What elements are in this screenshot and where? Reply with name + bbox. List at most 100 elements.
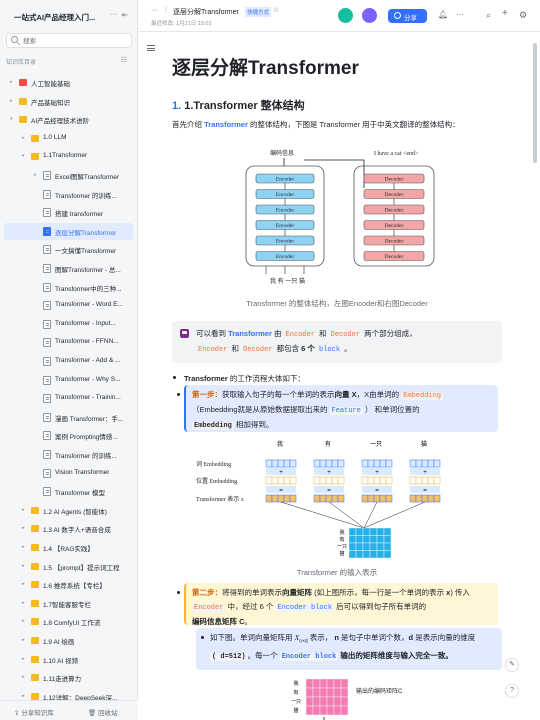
help-button[interactable]: ? [505,684,519,698]
figure-caption: Transformer 的整体结构，左图Encoder和右图Decoder [246,299,428,308]
sidebar-item[interactable]: ▸产品基础知识 [4,93,133,110]
sidebar-item[interactable]: Transformer - Input... [4,316,133,333]
chevron-right-icon[interactable]: ▸ [22,581,25,588]
document-icon [43,412,51,422]
sidebar-item[interactable]: 漫画 Transformer：手... [4,409,133,426]
more-icon[interactable]: ··· [456,10,464,19]
embedding-cell [427,494,435,503]
document-icon [43,282,51,292]
sidebar-item[interactable]: 案例 Prompting情感... [4,427,133,444]
chevron-right-icon[interactable]: ▸ [22,618,25,625]
matrix-cell [340,705,349,716]
settings-icon[interactable]: ⚙ [519,10,528,20]
bell-icon[interactable]: 🔔︎ [438,10,449,19]
feedback-button[interactable]: ✎ [505,658,519,672]
star-icon[interactable]: ☆ [273,7,280,14]
matrix-cell [333,705,342,716]
collapse-sidebar-icon[interactable]: ⇤ [122,12,128,19]
embedding-cell [271,476,279,485]
sidebar-item[interactable]: ▸1.8 ComfyUI 工作流 [4,613,133,630]
scrollbar-thumb[interactable] [533,43,537,163]
text: （Embedding就是从原始数据提取出来的 [192,405,330,414]
sidebar-item[interactable]: ▸1.12详解：DeepSeek深... [4,688,133,705]
sidebar-item[interactable]: 一文搞懂Transformer [4,241,133,258]
sidebar-item[interactable]: Vision Transformer [4,465,133,482]
sidebar-item[interactable]: ▸1.6 推荐系统【专栏】 [4,576,133,593]
sidebar-item[interactable]: Transformer 的训练... [4,186,133,203]
chevron-down-icon[interactable]: ▾ [22,153,25,160]
share-kb-button[interactable]: ⇪ 分享知识库 [14,710,54,717]
sidebar-item[interactable]: Transformer中的三种... [4,279,133,296]
sidebar-item[interactable]: ▸1.3 AI 数字人+语音合成 [4,520,133,537]
chevron-right-icon[interactable]: ▸ [22,525,25,532]
scrollbar[interactable] [531,33,540,720]
embedding-cell [313,459,321,468]
sidebar-item[interactable]: ▸ Excel图解Transformer [4,167,133,184]
sidebar-item-label: Transformer 模型 [55,490,105,498]
embedding-cell [385,459,393,468]
doc-title-breadcrumb[interactable]: 逐层分解Transformer [173,9,239,16]
avatar[interactable] [338,8,353,23]
matrix-cell [348,535,357,544]
sidebar-item[interactable]: ▸1.0 LLM [4,130,133,147]
chevron-right-icon[interactable]: ▸ [34,172,37,178]
knowledge-base-title[interactable]: 一站式AI产品经理入门... [14,13,96,22]
sidebar-item[interactable]: ▸1.5 【prompt】提示词工程 [4,558,133,575]
breadcrumb-more[interactable]: ··· [151,7,158,14]
chevron-right-icon[interactable]: ▸ [10,79,13,85]
chevron-right-icon[interactable]: ▸ [22,544,25,550]
sidebar-item[interactable]: 逐层分解Transformer [4,222,133,240]
sidebar-item[interactable]: Transformer - Why S... [4,372,133,389]
embedding-cell [415,459,423,468]
text: 首先介绍 [172,120,205,129]
chevron-right-icon[interactable]: ▸ [22,562,25,569]
plus-icon[interactable]: + [502,8,508,19]
sidebar-item[interactable]: ▸人工智能基础 [4,74,133,91]
text: 的整体结构，下图是 Transformer 用于中英文翻译的整体结构： [247,120,460,129]
embedding-cell [373,494,381,503]
sidebar-item[interactable]: Transformer - FFNN... [4,334,133,351]
more-icon[interactable]: ··· [110,11,117,18]
sidebar-item[interactable]: Transformer - Word E... [4,297,133,314]
chevron-right-icon[interactable]: ▸ [22,599,25,606]
sidebar-item[interactable]: ▸ 1.9 AI 绘画 [4,632,133,649]
sidebar-item[interactable]: ▾1.1Transformer [4,148,133,165]
chevron-down-icon[interactable]: ▾ [10,116,13,123]
sidebar-item[interactable]: ▸1.10 AI 视频 [4,651,133,668]
avatar[interactable] [362,8,377,23]
sidebar-item[interactable]: Transformer - Trainin... [4,390,133,407]
chevron-right-icon[interactable]: ▸ [22,506,25,513]
sidebar-item[interactable]: ▸1.7智能客服专栏 [4,595,133,612]
sidebar-item[interactable]: Transformer 模型 [4,483,133,500]
share-button[interactable]: 分享 [388,9,427,23]
sidebar-item[interactable]: 搭建 transformer [4,204,133,221]
chevron-right-icon[interactable]: ▸ [22,655,25,662]
sidebar-item[interactable]: ▸1.11走进算力 [4,669,133,686]
chevron-right-icon[interactable]: ▸ [22,692,25,699]
outline-toggle-icon[interactable]: ☷ [120,57,127,64]
connector [328,501,365,529]
sidebar-item-label: 1.9 AI 绘画 [43,639,75,646]
matrix-cell [355,535,364,544]
sidebar-item[interactable]: ▸1.4 【RAG实践】 [4,539,133,556]
sidebar-item[interactable]: ▸1.2 AI Agents (智能体) [4,502,133,519]
matrix-cell [369,542,378,551]
embedding-cell [379,476,387,485]
chevron-right-icon[interactable]: ▸ [22,637,25,643]
sidebar-item[interactable]: Transformer 的训练... [4,446,133,463]
matrix-cell [305,678,314,689]
search-icon[interactable]: ⌕ [486,10,492,20]
chevron-right-icon[interactable]: ▸ [22,134,25,141]
recycle-bin-button[interactable]: 🗑 回收站 [88,710,118,717]
sidebar-item[interactable]: 图解Transformer - 总... [4,260,133,277]
outline-icon[interactable] [147,45,155,51]
step-one-text: 第一步：获取输入句子的每一个单词的表示向量 X，X由单词的 Embedding（… [192,388,494,433]
sidebar-item[interactable]: Transformer - Add & ... [4,353,133,370]
chevron-right-icon[interactable]: ▸ [10,97,13,104]
sidebar-item[interactable]: ▾AI产品经理技术进阶 [4,111,133,128]
sidebar-item-label: Excel图解Transformer [55,174,120,181]
chevron-right-icon[interactable]: ▸ [22,674,25,681]
keyword: Transformer [228,329,272,338]
search-input[interactable] [23,36,123,46]
sidebar-search[interactable] [6,33,132,48]
